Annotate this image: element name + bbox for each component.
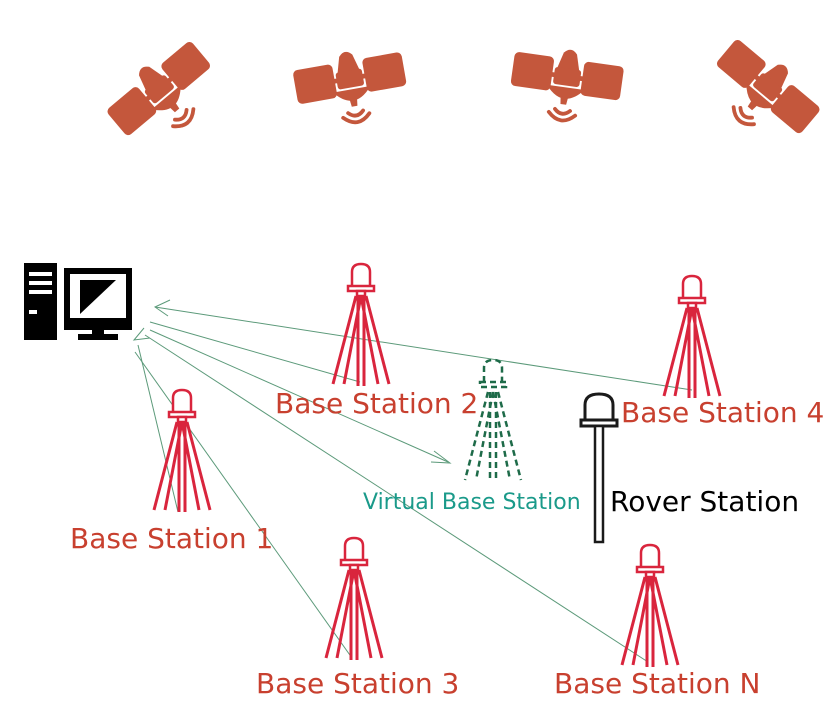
- base-station-2-icon: [331, 262, 391, 388]
- link-base3: [134, 351, 353, 659]
- link-base2: [149, 321, 361, 383]
- label-base-station-3: Base Station 3: [256, 667, 460, 700]
- link-lines: [134, 306, 693, 663]
- link-base4: [154, 306, 693, 391]
- satellite-icon-4: [695, 28, 830, 159]
- satellite-icon-2: [288, 40, 414, 134]
- label-base-station-1: Base Station 1: [70, 522, 274, 555]
- link-base1: [137, 344, 179, 513]
- label-base-station-2: Base Station 2: [275, 387, 479, 420]
- computer-icon: [24, 263, 132, 340]
- rover-station-icon: [579, 392, 619, 544]
- base-station-3-icon: [324, 536, 384, 662]
- label-base-station-4: Base Station 4: [621, 396, 825, 429]
- label-virtual-base-station: Virtual Base Station: [363, 490, 581, 515]
- satellite-icon-3: [504, 40, 628, 130]
- base-station-1-icon: [152, 388, 212, 514]
- satellite-icon-1: [97, 30, 232, 161]
- link-baseN: [144, 334, 649, 663]
- base-station-n-icon: [620, 543, 680, 669]
- link-virtual: [149, 329, 449, 463]
- base-station-4-icon: [662, 274, 722, 400]
- virtual-base-station-icon: [463, 358, 523, 482]
- label-rover-station: Rover Station: [610, 485, 800, 518]
- label-base-station-n: Base Station N: [554, 667, 761, 700]
- link-arrowheads: [132, 299, 452, 464]
